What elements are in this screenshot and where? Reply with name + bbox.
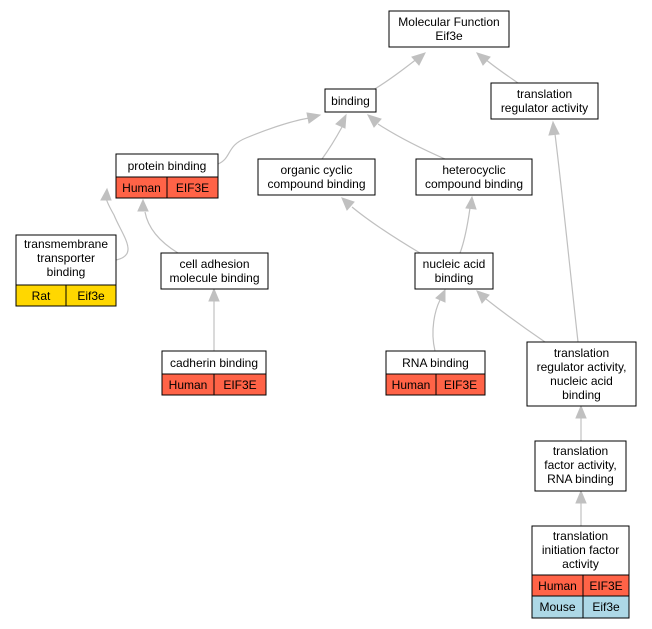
gene-label-eif3e: EIF3E <box>589 579 622 593</box>
node-nucleic-acid-binding[interactable]: nucleic acid binding <box>414 252 494 290</box>
node-molecular-function[interactable]: Molecular Function Eif3e <box>388 10 510 48</box>
arrowhead-cadherin-to-cam <box>208 287 220 302</box>
node-tfa-line-2: factor activity, <box>544 458 616 472</box>
edge-nab-to-hetero <box>459 207 471 254</box>
arrowhead-nab-to-organic <box>341 197 355 211</box>
node-cadherin-binding[interactable]: cadherin binding Human EIF3E <box>161 350 267 396</box>
node-tranab-line-3: nucleic acid <box>550 374 613 388</box>
gene-label-eif3e: EIF3E <box>444 378 477 392</box>
edge-binding-to-mf <box>372 57 419 91</box>
edge-nab-to-organic <box>351 206 421 254</box>
node-rna-label: RNA binding <box>402 356 469 370</box>
node-nab-line-1: nucleic acid <box>423 257 486 271</box>
node-tra-line-1: translation <box>517 87 572 101</box>
node-binding-label: binding <box>331 94 370 108</box>
node-tranab-line-2: regulator activity, <box>537 360 627 374</box>
node-cell-adhesion-molecule-binding[interactable]: cell adhesion molecule binding <box>160 252 269 290</box>
node-molecular-function-line-2: Eif3e <box>435 29 463 43</box>
node-cam-line-2: molecule binding <box>169 271 259 285</box>
edge-hetero-to-binding <box>377 123 446 160</box>
edge-tranab-to-tra <box>554 133 579 343</box>
node-rna-binding[interactable]: RNA binding Human EIF3E <box>385 350 486 396</box>
species-label-mouse: Mouse <box>539 600 575 614</box>
node-cam-line-1: cell adhesion <box>179 257 249 271</box>
node-tifa-line-2: initiation factor <box>542 543 619 557</box>
gene-label-eif3e: Eif3e <box>77 289 105 303</box>
node-hetero-line-1: heterocyclic <box>442 163 505 177</box>
gene-label-eif3e: Eif3e <box>592 600 620 614</box>
edges <box>100 52 587 526</box>
node-protein-binding-label: protein binding <box>128 159 207 173</box>
node-organic-cyclic-compound-binding[interactable]: organic cyclic compound binding <box>257 158 376 196</box>
species-label-human: Human <box>392 378 431 392</box>
arrowhead-cam-to-protein <box>137 198 149 212</box>
arrowhead-binding-to-mf <box>411 52 426 66</box>
edge-organic-to-binding <box>321 126 343 160</box>
node-tmt-line-3: binding <box>47 265 86 279</box>
edge-protein-to-binding <box>217 117 311 165</box>
node-tifa-line-1: translation <box>553 529 608 543</box>
node-tra-line-2: regulator activity <box>501 101 588 115</box>
gene-cell-human <box>213 373 267 396</box>
edge-tranab-to-nab <box>485 298 546 343</box>
gene-cell-mouse <box>582 595 630 619</box>
node-tmt-line-2: transporter <box>37 251 95 265</box>
species-label-human: Human <box>538 579 577 593</box>
node-translation-factor-activity-rna-binding[interactable]: translation factor activity, RNA binding <box>534 440 627 492</box>
gene-cell-human <box>166 176 219 199</box>
arrowhead-hetero-to-binding <box>367 114 382 128</box>
gene-cell-rat <box>65 284 117 307</box>
edge-tra-to-mf <box>483 57 519 84</box>
node-organic-line-1: organic cyclic <box>280 163 352 177</box>
arrowhead-tmt-to-protein <box>100 187 112 201</box>
arrowhead-tranab-to-nab <box>476 290 490 304</box>
edge-cam-to-protein <box>144 211 179 254</box>
species-label-rat: Rat <box>32 289 51 303</box>
arrowhead-rna-to-nab <box>435 288 446 303</box>
node-protein-binding[interactable]: protein binding Human EIF3E <box>115 153 219 199</box>
species-label-human: Human <box>169 378 208 392</box>
node-heterocyclic-compound-binding[interactable]: heterocyclic compound binding <box>415 158 533 196</box>
node-tmt-line-1: transmembrane <box>24 237 108 251</box>
node-tranab-line-1: translation <box>554 346 609 360</box>
node-cadherin-label: cadherin binding <box>170 356 258 370</box>
node-tifa-line-3: activity <box>562 557 599 571</box>
node-binding[interactable]: binding <box>324 88 377 113</box>
node-tfa-line-3: RNA binding <box>547 472 614 486</box>
arrowhead-tranab-to-tra <box>548 120 560 136</box>
arrowhead-nab-to-hetero <box>465 195 477 210</box>
node-translation-initiation-factor-activity[interactable]: translation initiation factor activity H… <box>531 525 630 619</box>
edge-rna-to-nab <box>432 299 441 352</box>
node-hetero-line-2: compound binding <box>425 177 523 191</box>
node-translation-regulator-activity[interactable]: translation regulator activity <box>490 82 599 120</box>
arrowhead-protein-to-binding <box>306 112 322 124</box>
node-organic-line-2: compound binding <box>267 177 365 191</box>
node-molecular-function-line-1: Molecular Function <box>398 15 499 29</box>
node-tranab-line-4: binding <box>562 388 601 402</box>
node-tfa-line-1: translation <box>553 444 608 458</box>
gene-cell-human <box>435 373 486 396</box>
arrowhead-tfa-to-tranab <box>575 404 587 419</box>
species-label-human: Human <box>122 181 161 195</box>
node-transmembrane-transporter-binding[interactable]: transmembrane transporter binding Rat Ei… <box>15 234 117 307</box>
gene-label-eif3e: EIF3E <box>223 378 256 392</box>
node-nab-line-2: binding <box>435 271 474 285</box>
arrowhead-tra-to-mf <box>476 52 491 66</box>
edge-tmt-to-protein <box>105 197 129 261</box>
gene-label-eif3e: EIF3E <box>176 181 209 195</box>
arrowhead-tifa-to-tfa <box>575 489 587 504</box>
node-translation-regulator-activity-nucleic-acid-binding[interactable]: translation regulator activity, nucleic … <box>526 341 637 407</box>
arrowhead-organic-to-binding <box>335 113 347 129</box>
